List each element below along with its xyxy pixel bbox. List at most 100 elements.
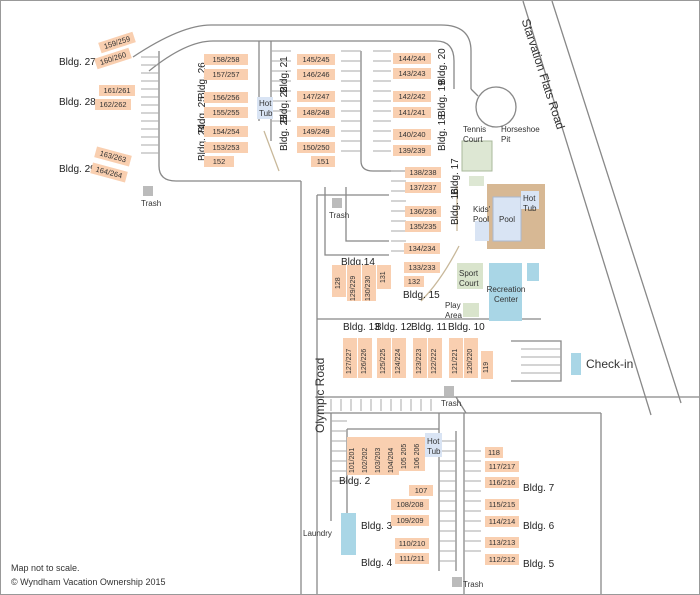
unit-tag: 127/227 — [343, 338, 357, 378]
pool-label: Pool — [499, 215, 516, 224]
unit-tag: 147/247 — [297, 91, 335, 102]
unit-tag: 107 — [409, 485, 433, 496]
unit-tag: 124/224 — [392, 338, 406, 378]
laundry-label: Laundry — [303, 529, 332, 538]
recreation-center — [489, 263, 522, 321]
recreation-center-label: Recreation Center — [486, 285, 526, 304]
unit-tag: 104/204 — [386, 437, 399, 475]
unit-tag: 126/226 — [358, 338, 372, 378]
tennis-court-label: Tennis Court — [463, 125, 487, 144]
unit-tag: 130/230 — [362, 265, 376, 301]
trash-label: Trash — [329, 211, 350, 220]
trash-label: Trash — [463, 580, 484, 589]
kids-pool-label: Kids' Pool — [473, 205, 491, 224]
unit-tag: 136/236 — [405, 206, 441, 217]
laundry-building — [341, 513, 356, 555]
unit-tag: 135/235 — [405, 221, 441, 232]
unit-tag: 142/242 — [393, 91, 431, 102]
tennis-court — [461, 140, 493, 172]
unit-tag: 102/202 — [360, 437, 373, 475]
unit-tag: 155/255 — [204, 107, 248, 118]
unit-tag: 156/256 — [204, 92, 248, 103]
bldg-7-label: Bldg. 7 — [523, 483, 555, 494]
unit-tag: 152 — [204, 156, 234, 167]
unit-tag: 121/221 — [449, 338, 463, 378]
pool — [492, 196, 522, 242]
trash-icon — [452, 577, 462, 587]
hot-tub-north-label: Hot Tub — [259, 99, 273, 118]
copyright: © Wyndham Vacation Ownership 2015 — [11, 577, 166, 587]
unit-tag: 144/244 — [393, 53, 431, 64]
unit-tag: 110/210 — [395, 538, 429, 549]
unit-tag: 122/222 — [428, 338, 442, 378]
unit-tag: 113/213 — [485, 537, 519, 548]
unit-tag: 145/245 — [297, 54, 335, 65]
unit-tag: 148/248 — [297, 107, 335, 118]
trash-icon — [143, 186, 153, 196]
bldg-4-label: Bldg. 4 — [361, 558, 393, 569]
bldg-15-label: Bldg. 15 — [403, 290, 440, 301]
unit-tag: 117/217 — [485, 461, 519, 472]
sport-court-label: Sport Court — [459, 269, 479, 288]
unit-tag: 114/214 — [485, 516, 519, 527]
bldg-12-label: Bldg. 12 — [375, 322, 412, 333]
bldg-13-label: Bldg. 13 — [343, 322, 380, 333]
hot-tub-south-label: Hot Tub — [427, 437, 441, 456]
play-area-label: Play Area — [445, 301, 462, 320]
unit-tag: 111/211 — [395, 553, 429, 564]
unit-tag: 158/258 — [204, 54, 248, 65]
unit-tag: 106 206 — [412, 437, 425, 471]
unit-tag: 115/215 — [485, 499, 519, 510]
trash-icon — [444, 386, 454, 396]
unit-tag: 108/208 — [391, 499, 429, 510]
unit-tag: 149/249 — [297, 126, 335, 137]
unit-tag: 131 — [377, 265, 391, 289]
bldg-29-label: Bldg. 29 — [59, 164, 96, 175]
unit-tag: 151 — [311, 156, 335, 167]
unit-tag: 119 — [481, 351, 493, 379]
unit-tag: 161/261 — [99, 85, 135, 96]
unit-tag: 132 — [404, 276, 424, 287]
unit-tag: 112/212 — [485, 554, 519, 565]
unit-tag: 154/254 — [204, 126, 248, 137]
unit-tag: 123/223 — [413, 338, 427, 378]
unit-tag: 138/238 — [405, 167, 441, 178]
hot-tub-pool-label: Hot Tub — [523, 194, 537, 213]
unit-tag: 109/209 — [391, 515, 429, 526]
check-in-office — [571, 353, 581, 375]
bldg-19-label: Bldg. 19 — [437, 80, 448, 117]
unit-tag: 133/233 — [404, 262, 440, 273]
unit-tag: 162/262 — [95, 99, 131, 110]
bldg-23-label: Bldg. 23 — [279, 114, 290, 151]
bldg-27-label: Bldg. 27 — [59, 57, 96, 68]
hot-tub-south — [425, 433, 442, 457]
unit-tag: 140/240 — [393, 129, 431, 140]
unit-tag: 101/201 — [347, 437, 360, 475]
unit-tag: 128 — [332, 265, 346, 297]
bldg-10-label: Bldg. 10 — [448, 322, 485, 333]
unit-tag: 141/241 — [393, 107, 431, 118]
unit-tag: 150/250 — [297, 142, 335, 153]
bldg-14-label: Bldg.14 — [341, 257, 375, 268]
unit-tag: 146/246 — [297, 69, 335, 80]
bldg-16-label: Bldg. 16 — [450, 188, 461, 225]
bldg-28-label: Bldg. 28 — [59, 97, 96, 108]
unit-tag: 120/220 — [464, 338, 478, 378]
unit-tag: 116/216 — [485, 477, 519, 488]
trash-icon — [332, 198, 342, 208]
unit-tag: 125/225 — [377, 338, 391, 378]
unit-tag: 103/203 — [373, 437, 386, 475]
trash-label: Trash — [141, 199, 162, 208]
unit-tag: 134/234 — [404, 243, 440, 254]
play-area — [463, 303, 479, 317]
unit-tag: 118 — [485, 447, 503, 458]
bldg-2-label: Bldg. 2 — [339, 476, 371, 487]
bldg-11-label: Bldg. 11 — [411, 322, 447, 333]
unit-tag: 139/239 — [393, 145, 431, 156]
hot-tub-north — [257, 97, 273, 119]
bldg-18-label: Bldg. 18 — [437, 114, 448, 151]
unit-tag: 153/253 — [204, 142, 248, 153]
bldg-6-label: Bldg. 6 — [523, 521, 555, 532]
bldg-5-label: Bldg. 5 — [523, 559, 555, 570]
